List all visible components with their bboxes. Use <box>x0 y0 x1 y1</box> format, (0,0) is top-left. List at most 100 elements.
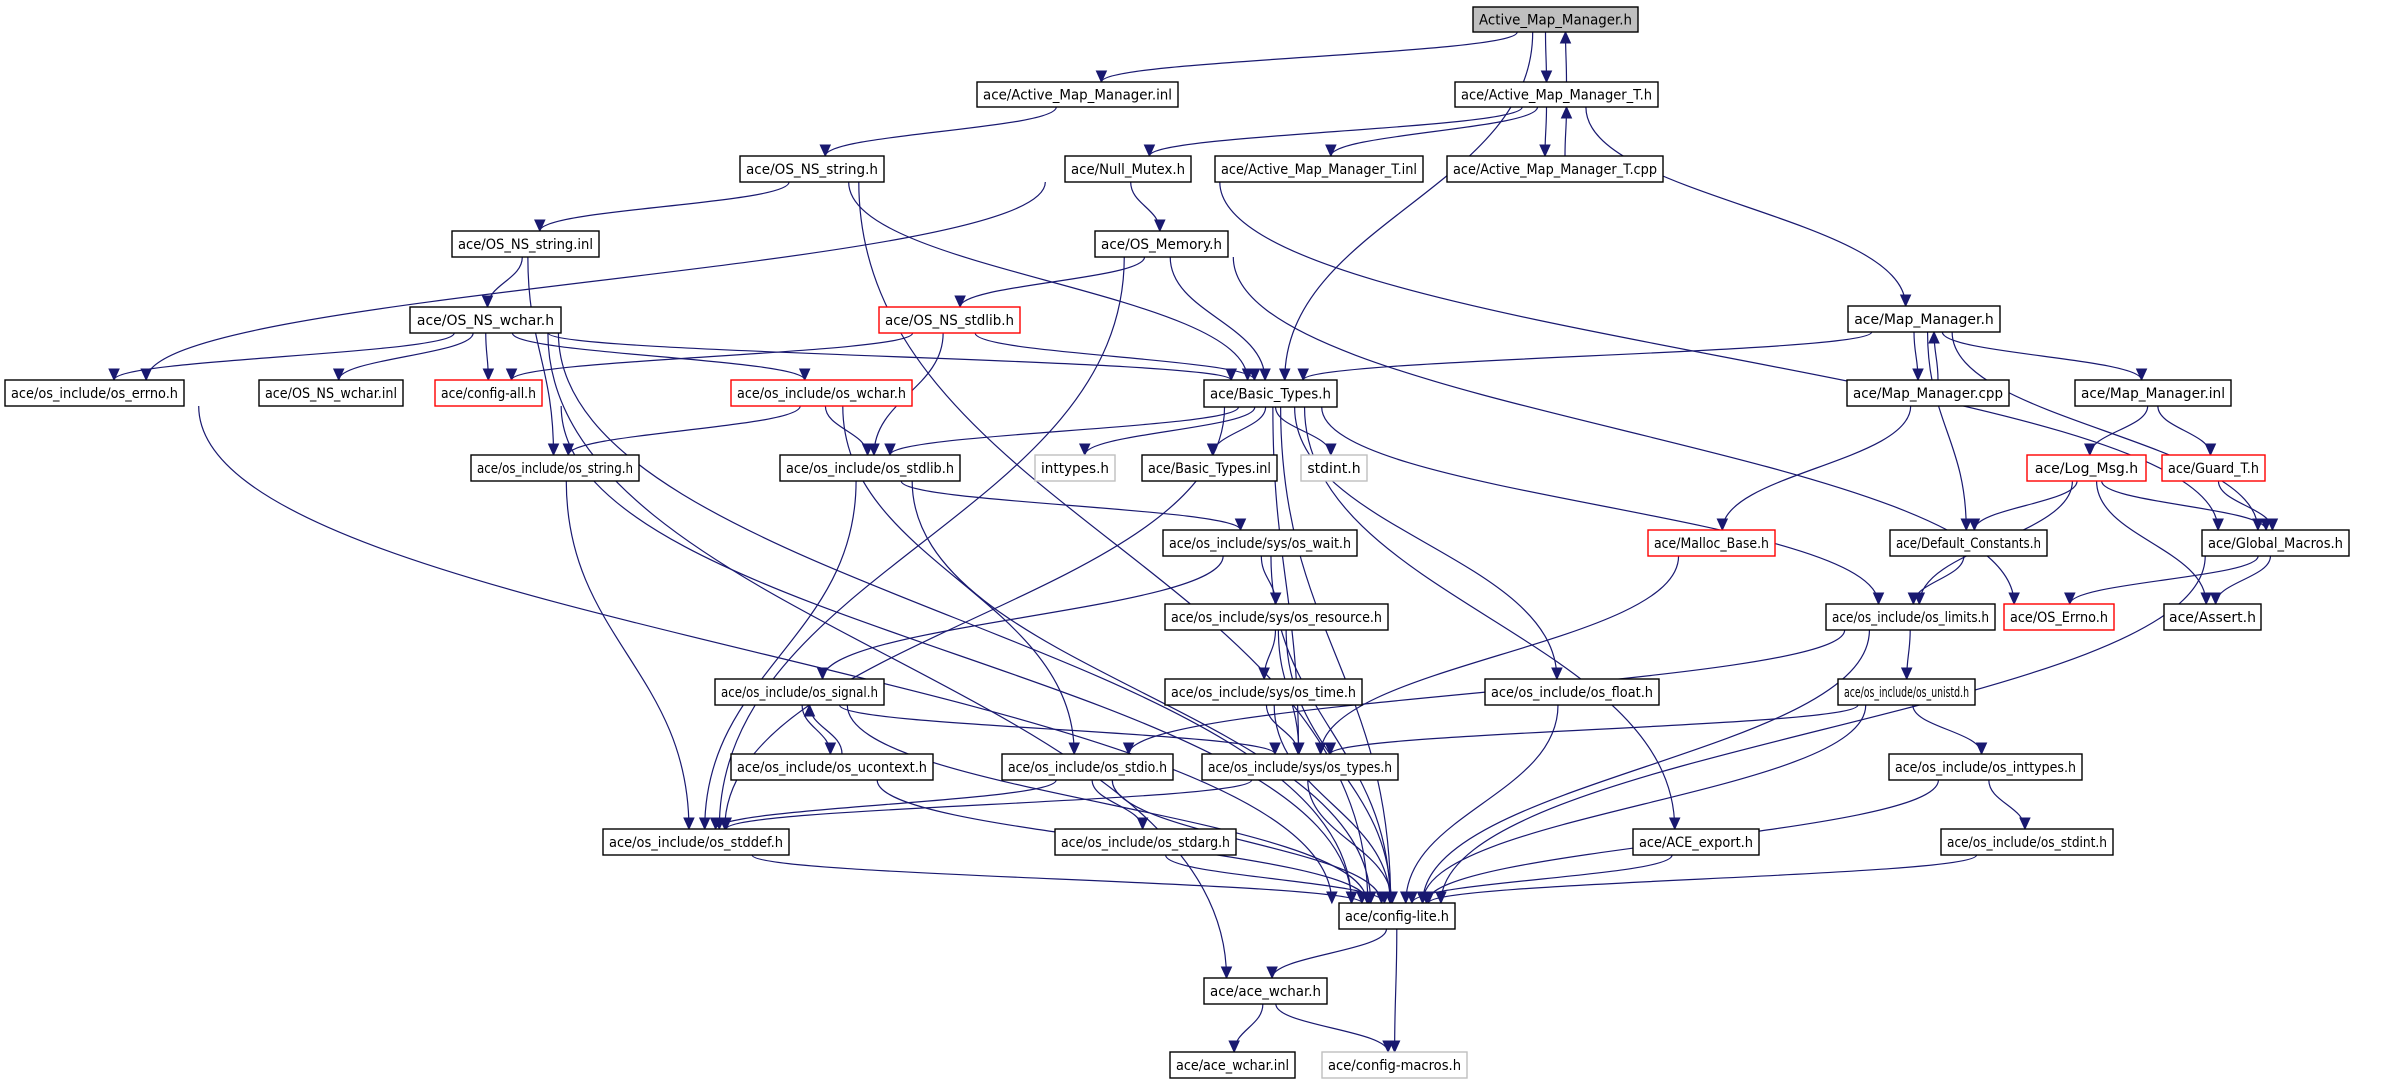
edge-os_ns_string_h-to-os_ns_string_inl <box>539 181 790 232</box>
edge-log_msg-to-global_macros <box>2101 480 2267 531</box>
edge-log_msg-to-assert_h <box>2095 480 2207 605</box>
edge-map_manager_cpp-to-malloc_base <box>1721 405 1912 531</box>
node-map-manager-cpp[interactable]: ace/Map_Manager.cpp <box>1846 379 2010 407</box>
edge-os_stdlib_inc-to-config_lite <box>911 480 1372 904</box>
node-label: ace/Guard_T.h <box>2168 461 2259 477</box>
node-os-stdint[interactable]: ace/os_include/os_stdint.h <box>1940 828 2114 856</box>
node-config-macros[interactable]: ace/config-macros.h <box>1321 1051 1468 1079</box>
node-label: ace/os_include/os_float.h <box>1491 685 1653 701</box>
edge-os_types-to-os_stddef <box>725 779 1253 830</box>
edge-basic_types_h-to-os_float <box>1294 406 1558 680</box>
node-label: ace/Global_Macros.h <box>2208 536 2343 552</box>
node-malloc-base[interactable]: ace/Malloc_Base.h <box>1647 529 1776 557</box>
arrowhead-icon <box>2204 443 2217 457</box>
edge-os_float-to-config_lite <box>1405 704 1559 904</box>
node-os-stdio[interactable]: ace/os_include/os_stdio.h <box>1001 753 1174 781</box>
node-os-ns-wchar-inl[interactable]: ace/OS_NS_wchar.inl <box>258 379 404 407</box>
edge-os_stdio-to-config_lite <box>1111 779 1383 904</box>
node-os-errno-h[interactable]: ace/OS_Errno.h <box>2003 603 2115 631</box>
arrowhead-icon <box>1143 144 1156 158</box>
arrowhead-icon <box>819 144 832 158</box>
node-box <box>602 828 790 856</box>
edge-os_string_inc-to-os_stddef <box>565 480 690 830</box>
node-inttypes[interactable]: inttypes.h <box>1034 454 1116 482</box>
node-amm-inl[interactable]: ace/Active_Map_Manager.inl <box>976 81 1179 108</box>
node-os-ns-string-inl[interactable]: ace/OS_NS_string.inl <box>451 230 600 258</box>
edge-null_mutex-to-global_macros <box>1219 181 2219 531</box>
node-os-ns-stdlib-h[interactable]: ace/OS_NS_stdlib.h <box>878 306 1021 334</box>
edge-os_ns_wchar_h-to-os_wchar_inc <box>511 332 806 381</box>
edge-os_signal-to-config_lite <box>846 704 1368 904</box>
edge-malloc_base-to-os_types <box>1319 555 1680 755</box>
arrowhead-icon <box>1422 891 1435 905</box>
node-os-ucontext[interactable]: ace/os_include/os_ucontext.h <box>730 753 934 781</box>
node-os-wait[interactable]: ace/os_include/sys/os_wait.h <box>1162 529 1358 557</box>
node-box <box>1321 1051 1468 1079</box>
node-box <box>434 379 543 407</box>
node-os-errno-inc[interactable]: ace/os_include/os_errno.h <box>4 379 185 407</box>
node-label: ace/ACE_export.h <box>1639 835 1753 851</box>
node-global-macros[interactable]: ace/Global_Macros.h <box>2201 529 2350 557</box>
node-ammt-cpp[interactable]: ace/Active_Map_Manager_T.cpp <box>1446 155 1664 183</box>
node-box <box>1141 454 1278 482</box>
node-os-stdarg[interactable]: ace/os_include/os_stdarg.h <box>1054 828 1237 856</box>
node-os-ns-wchar-h[interactable]: ace/OS_NS_wchar.h <box>409 306 562 334</box>
node-ace-export[interactable]: ace/ACE_export.h <box>1632 828 1760 856</box>
arrowhead-icon <box>1269 592 1282 606</box>
arrowhead-icon <box>1872 592 1885 606</box>
node-log-msg[interactable]: ace/Log_Msg.h <box>2026 454 2147 482</box>
node-ace-wchar-h[interactable]: ace/ace_wchar.h <box>1203 977 1328 1005</box>
node-os-types[interactable]: ace/os_include/sys/os_types.h <box>1201 753 1399 781</box>
node-os-wchar-inc[interactable]: ace/os_include/os_wchar.h <box>730 379 913 407</box>
node-label: ace/OS_NS_string.h <box>746 162 878 178</box>
node-box <box>1164 603 1389 631</box>
node-basic-types-inl[interactable]: ace/Basic_Types.inl <box>1141 454 1278 482</box>
node-ammt-h[interactable]: ace/Active_Map_Manager_T.h <box>1454 81 1659 108</box>
node-default-constants[interactable]: ace/Default_Constants.h <box>1889 529 2048 557</box>
node-os-string-inc[interactable]: ace/os_include/os_string.h <box>470 454 640 482</box>
node-box <box>470 454 640 482</box>
arrowhead-icon <box>2064 592 2076 606</box>
node-box <box>1484 678 1660 706</box>
arrowhead-icon <box>505 368 518 382</box>
node-config-all[interactable]: ace/config-all.h <box>434 379 543 407</box>
node-os-resource[interactable]: ace/os_include/sys/os_resource.h <box>1164 603 1389 631</box>
node-os-float[interactable]: ace/os_include/os_float.h <box>1484 678 1660 706</box>
node-ace-wchar-inl[interactable]: ace/ace_wchar.inl <box>1169 1051 1296 1079</box>
node-os-stdlib-inc[interactable]: ace/os_include/os_stdlib.h <box>779 454 961 482</box>
node-os-limits[interactable]: ace/os_include/os_limits.h <box>1825 603 1996 631</box>
node-os-stddef[interactable]: ace/os_include/os_stddef.h <box>602 828 790 856</box>
node-label: ace/os_include/os_wchar.h <box>737 386 906 402</box>
edge-amm_inl-to-os_ns_string_h <box>824 106 1057 157</box>
arrowhead-icon <box>1540 70 1553 84</box>
node-box <box>4 379 185 407</box>
node-label: ace/Basic_Types.inl <box>1148 461 1271 477</box>
node-label: ace/os_include/os_inttypes.h <box>1895 760 2076 776</box>
node-null-mutex[interactable]: ace/Null_Mutex.h <box>1064 155 1192 183</box>
edge-os_ns_wchar_h-to-config_lite <box>557 332 1353 904</box>
node-ammt-inl[interactable]: ace/Active_Map_Manager_T.inl <box>1214 155 1424 183</box>
node-os-inttypes[interactable]: ace/os_include/os_inttypes.h <box>1888 753 2083 781</box>
node-label: ace/os_include/sys/os_time.h <box>1171 685 1356 701</box>
node-basic-types-h[interactable]: ace/Basic_Types.h <box>1203 379 1338 408</box>
node-os-memory[interactable]: ace/OS_Memory.h <box>1094 230 1229 258</box>
node-map-manager-inl[interactable]: ace/Map_Manager.inl <box>2074 379 2232 407</box>
node-stdint[interactable]: stdint.h <box>1300 454 1368 482</box>
node-guard-t[interactable]: ace/Guard_T.h <box>2161 454 2266 482</box>
edge-os_signal-to-os_types <box>838 704 1276 755</box>
node-os-unistd[interactable]: ace/os_include/os_unistd.h <box>1837 678 1976 706</box>
node-os-ns-string-h[interactable]: ace/OS_NS_string.h <box>739 155 885 183</box>
edge-os_wchar_inc-to-os_stdlib_inc <box>824 405 869 456</box>
node-label: inttypes.h <box>1041 461 1109 477</box>
node-os-time[interactable]: ace/os_include/sys/os_time.h <box>1164 678 1363 706</box>
node-label: ace/ace_wchar.h <box>1210 984 1321 1000</box>
edge-global_macros-to-config_lite <box>1440 555 2206 904</box>
arrowhead-icon <box>1559 30 1572 44</box>
node-os-signal[interactable]: ace/os_include/os_signal.h <box>714 678 885 706</box>
node-map-manager-h[interactable]: ace/Map_Manager.h <box>1847 305 2001 333</box>
node-label: ace/OS_NS_stdlib.h <box>885 313 1014 329</box>
node-assert-h[interactable]: ace/Assert.h <box>2163 603 2262 631</box>
node-config-lite[interactable]: ace/config-lite.h <box>1338 902 1456 930</box>
arrowhead-icon <box>1406 891 1418 905</box>
node-label: ace/Map_Manager.cpp <box>1853 386 2003 402</box>
